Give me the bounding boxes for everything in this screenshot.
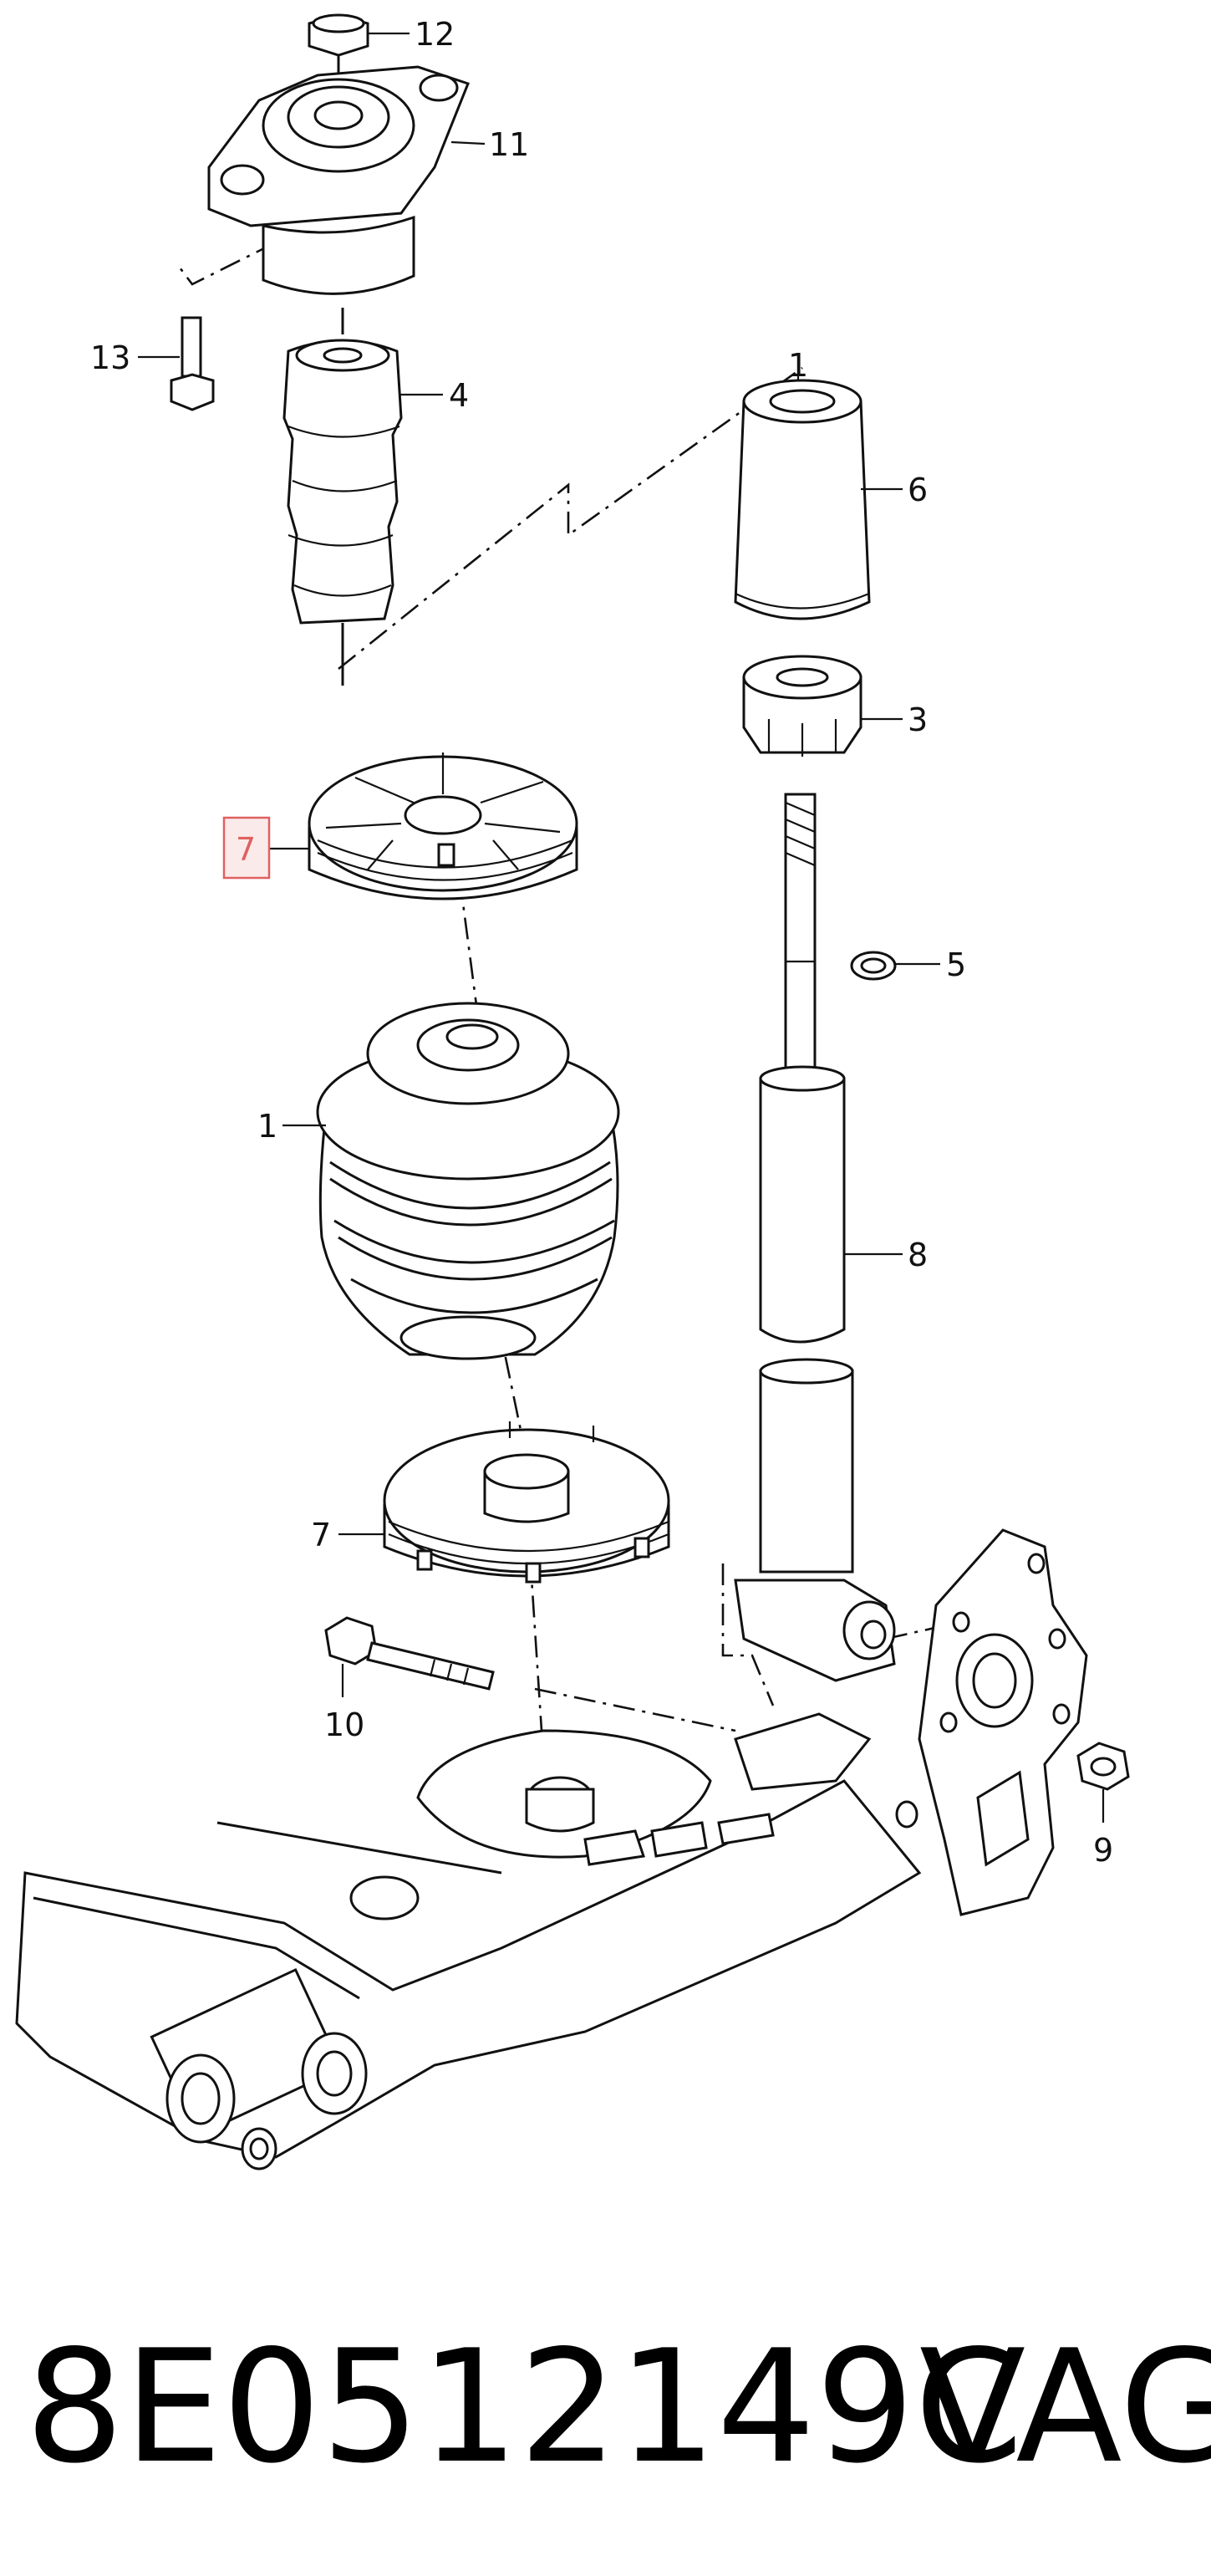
- callout-7-top: 7: [236, 831, 256, 868]
- part-5-circlip: [850, 951, 897, 981]
- part-10-long-bolt: [324, 1616, 495, 1691]
- callout-leaders: [138, 32, 1105, 1823]
- callout-6: 6: [908, 472, 928, 508]
- callout-1-spring: 1: [257, 1108, 277, 1145]
- brand-name: VAG: [919, 2316, 1211, 2497]
- callout-1-top: 1: [788, 347, 808, 384]
- part-7-lower-spring-pad: [383, 1421, 670, 1584]
- callout-5: 5: [946, 946, 966, 983]
- part-4-bump-stop: [282, 308, 403, 686]
- part-3-bushing: [742, 655, 862, 757]
- part-7-upper-spring-pad: [308, 752, 578, 900]
- callout-10: 10: [324, 1706, 364, 1743]
- callout-7-bottom: 7: [311, 1517, 331, 1553]
- part-number: 8E0512149C: [25, 2316, 1024, 2497]
- callout-12: 12: [415, 16, 455, 53]
- part-number-line: 8E0512149C VAG: [0, 2316, 1211, 2533]
- part-8-shock-absorber: [734, 793, 896, 1682]
- callout-7-highlight: [222, 816, 271, 880]
- exploded-parts-diagram: 12 11 13 4 1 6 3 7 5 1 8 7 10 9: [15, 13, 1130, 2170]
- callout-13: 13: [90, 339, 130, 376]
- part-13-bolt: [170, 316, 215, 411]
- callout-11: 11: [489, 126, 529, 163]
- part-1-coil-spring: [316, 1002, 620, 1360]
- callout-3: 3: [908, 701, 928, 738]
- callout-8: 8: [908, 1237, 928, 1273]
- part-11-strut-mount: [207, 65, 470, 295]
- part-6-sleeve: [734, 379, 871, 620]
- part-12-nut: [308, 13, 369, 79]
- callout-9: 9: [1093, 1832, 1113, 1869]
- callout-labels: 12 11 13 4 1 6 3 7 5 1 8 7 10 9: [90, 16, 1113, 1869]
- part-9-nut: [1076, 1742, 1130, 1791]
- rear-axle-beam: [15, 1528, 1088, 2170]
- callout-4: 4: [449, 377, 469, 414]
